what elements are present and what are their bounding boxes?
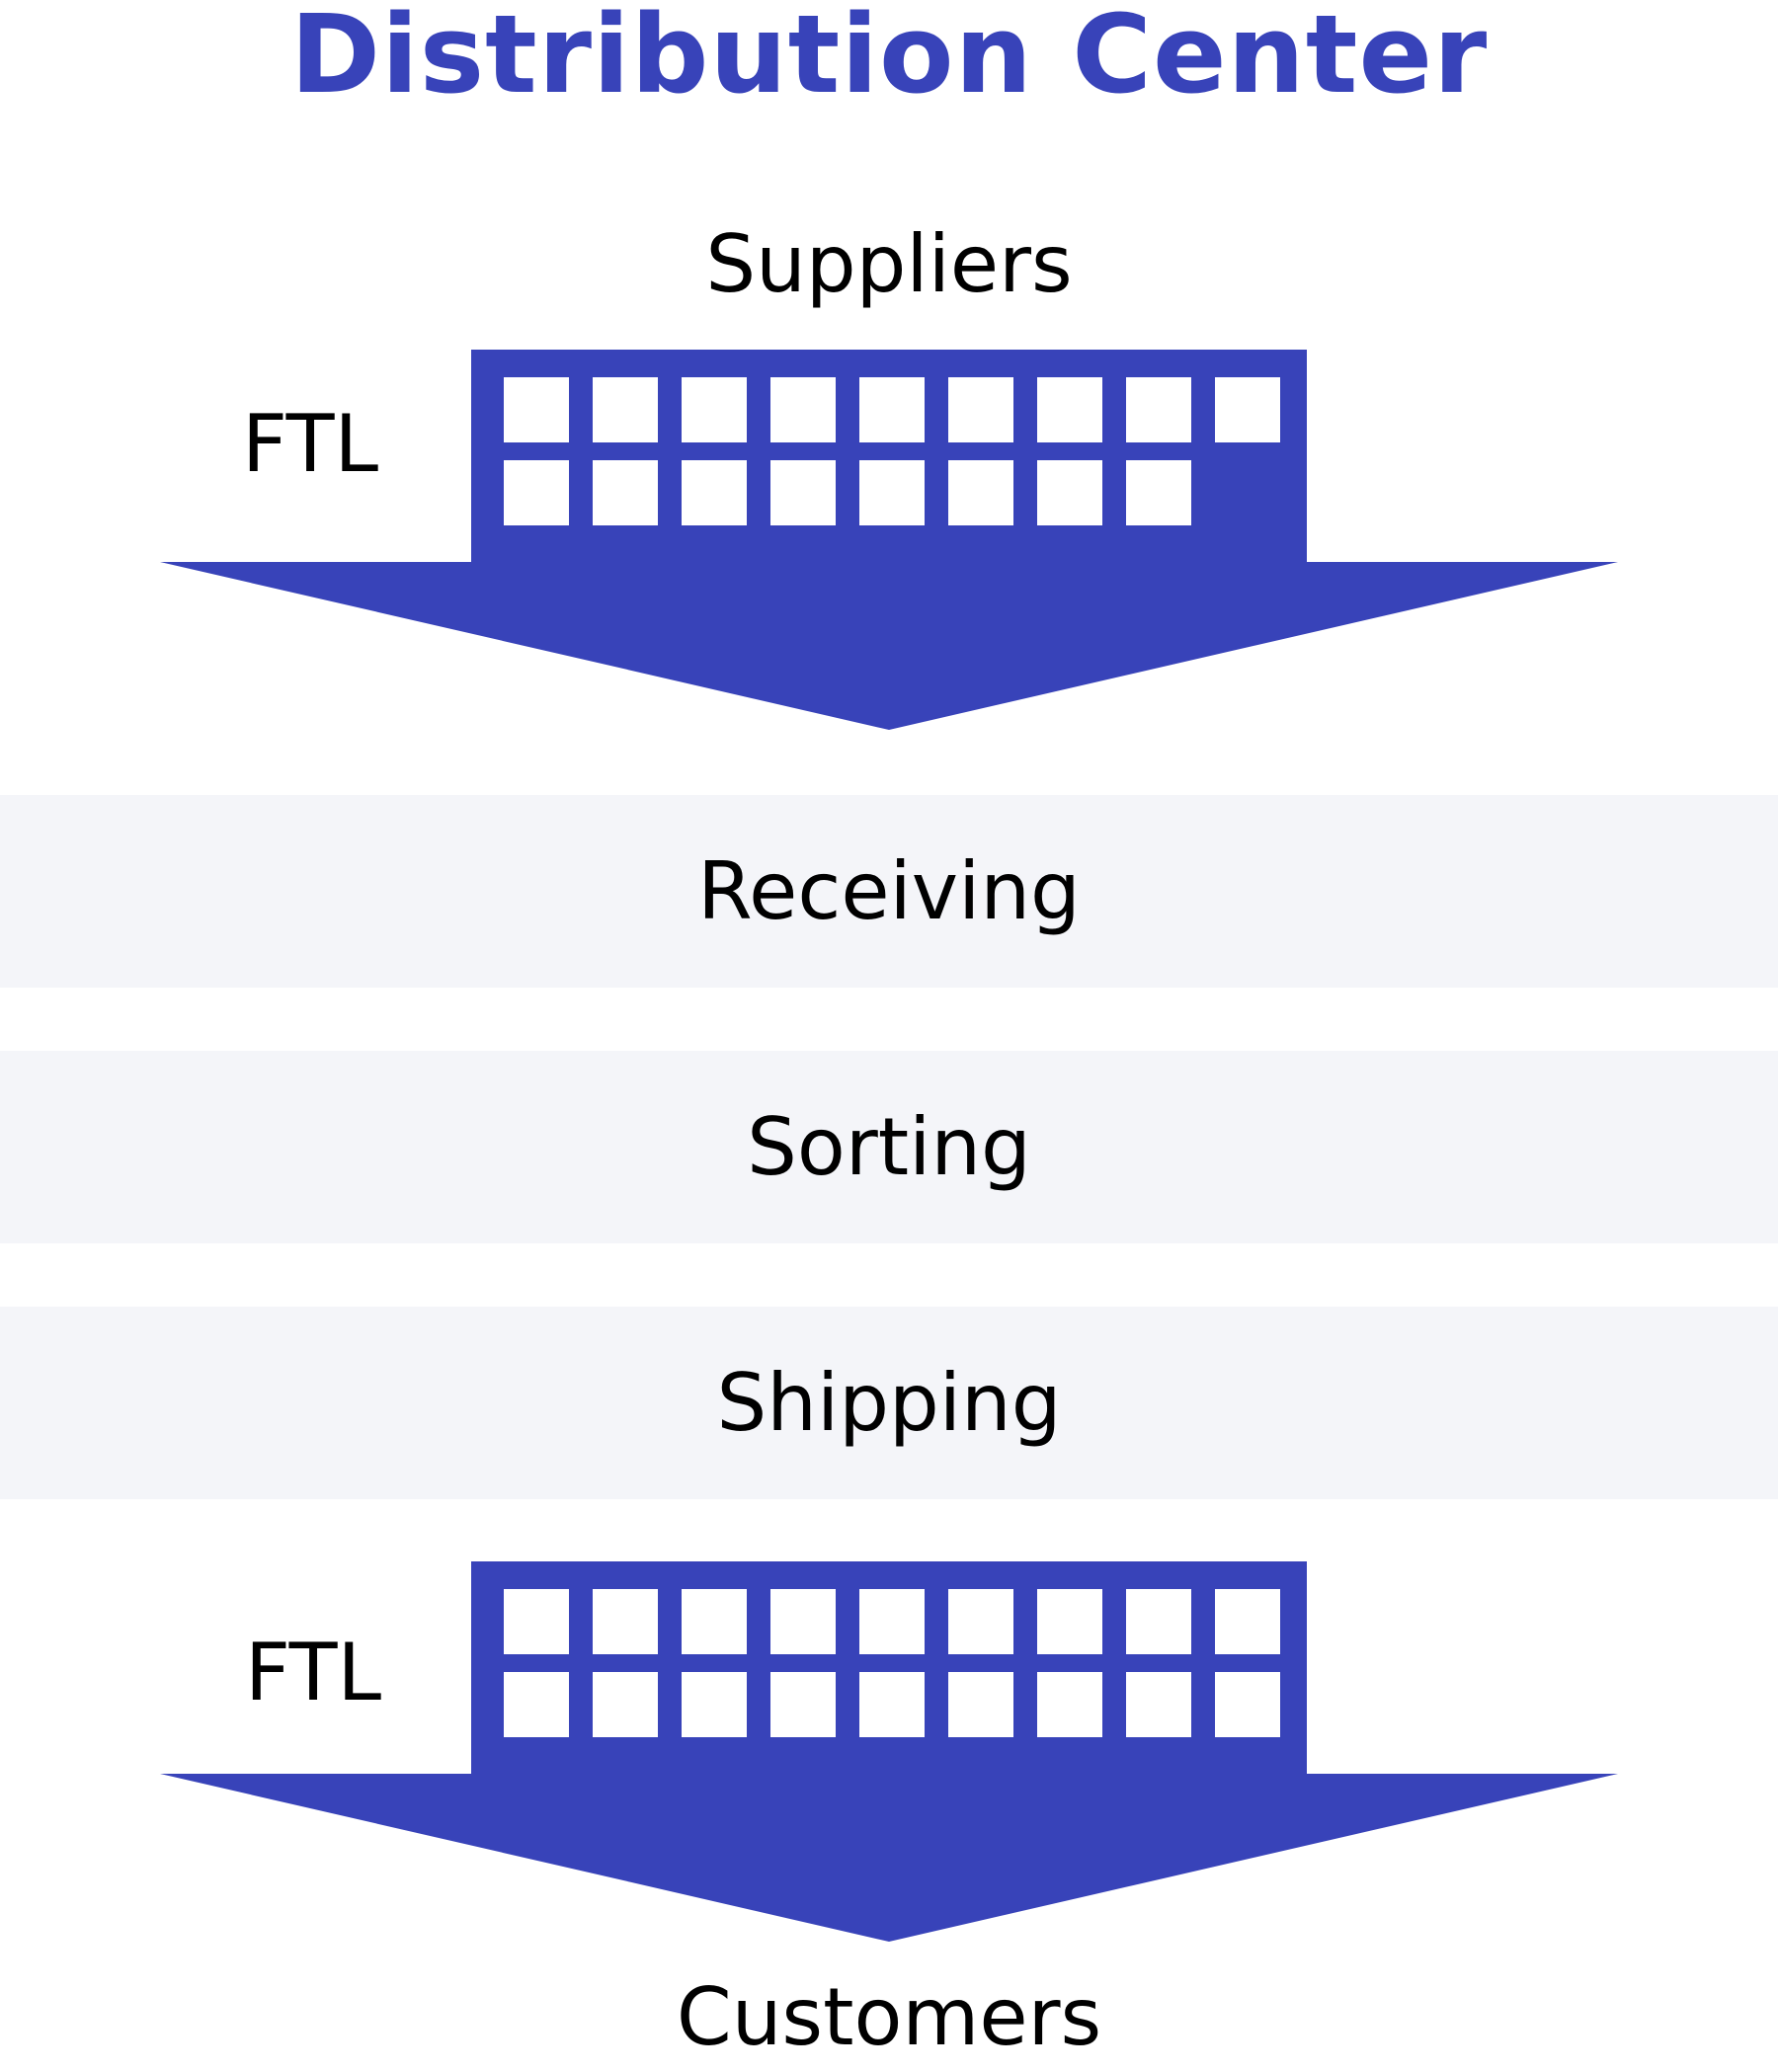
outbound-pallet xyxy=(1215,1589,1280,1654)
outbound-pallet xyxy=(770,1589,836,1654)
outbound-pallet xyxy=(504,1672,569,1737)
inbound-pallet xyxy=(948,377,1013,442)
inbound-arrow-head xyxy=(160,562,1618,730)
outbound-truck-arrow xyxy=(160,1561,1618,1942)
stage-shipping: Shipping xyxy=(0,1307,1778,1499)
outbound-pallet xyxy=(593,1589,658,1654)
inbound-pallet xyxy=(770,377,836,442)
inbound-pallets xyxy=(504,377,1280,525)
inbound-mode-label: FTL xyxy=(242,398,379,490)
outbound-pallet xyxy=(948,1672,1013,1737)
outbound-pallet xyxy=(859,1672,925,1737)
diagram-title: Distribution Center xyxy=(289,0,1489,118)
inbound-pallet xyxy=(1215,377,1280,442)
outbound-pallet xyxy=(859,1589,925,1654)
outbound-pallet xyxy=(770,1672,836,1737)
outbound-pallet xyxy=(1126,1672,1191,1737)
inbound-pallet xyxy=(593,377,658,442)
origin-label: Suppliers xyxy=(705,218,1073,310)
inbound-pallet xyxy=(859,460,925,525)
stage-receiving: Receiving xyxy=(0,795,1778,988)
outbound-pallet xyxy=(593,1672,658,1737)
inbound-pallet xyxy=(859,377,925,442)
outbound-mode-label: FTL xyxy=(245,1627,382,1718)
inbound-pallet xyxy=(682,460,747,525)
inbound-pallet xyxy=(504,377,569,442)
outbound-arrow-head xyxy=(160,1774,1618,1942)
outbound-pallets xyxy=(504,1589,1280,1737)
inbound-pallet xyxy=(504,460,569,525)
outbound-pallet xyxy=(682,1672,747,1737)
outbound-pallet xyxy=(1037,1672,1102,1737)
outbound-pallet xyxy=(1215,1672,1280,1737)
inbound-pallet xyxy=(682,377,747,442)
inbound-pallet xyxy=(1126,377,1191,442)
inbound-truck-arrow xyxy=(160,350,1618,730)
stage-sorting-label: Sorting xyxy=(747,1101,1031,1193)
outbound-pallet xyxy=(1126,1589,1191,1654)
destination-label: Customers xyxy=(676,1971,1102,2063)
outbound-pallet xyxy=(504,1589,569,1654)
outbound-pallet xyxy=(948,1589,1013,1654)
inbound-pallet xyxy=(1037,377,1102,442)
stage-receiving-label: Receiving xyxy=(697,845,1081,937)
outbound-pallet xyxy=(682,1589,747,1654)
inbound-pallet xyxy=(593,460,658,525)
inbound-pallet xyxy=(1037,460,1102,525)
inbound-pallet xyxy=(1126,460,1191,525)
outbound-pallet xyxy=(1037,1589,1102,1654)
inbound-pallet xyxy=(770,460,836,525)
stage-sorting: Sorting xyxy=(0,1051,1778,1243)
inbound-pallet xyxy=(948,460,1013,525)
stage-shipping-label: Shipping xyxy=(716,1357,1062,1449)
